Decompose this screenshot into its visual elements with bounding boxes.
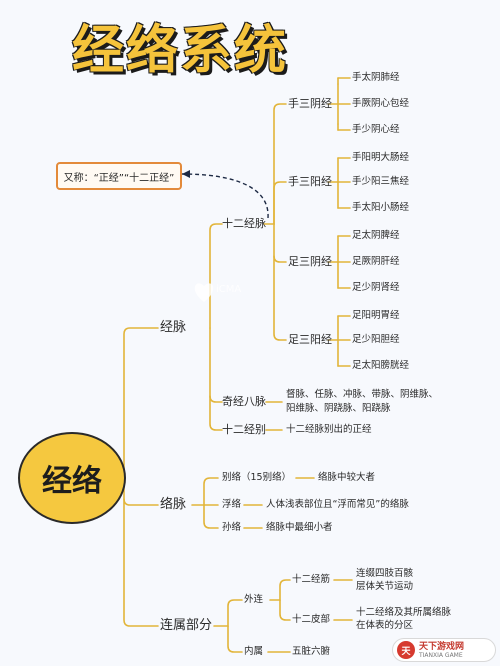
leaf-pibu-1: 十二经络及其所属络脉	[356, 607, 452, 618]
leaf-meridian: 手阳明大肠经	[352, 152, 410, 163]
leaf-meridian: 手太阳小肠经	[352, 202, 410, 213]
node-zu-san-yin: 足三阴经	[288, 255, 332, 268]
node-sunluo: 孙络	[222, 522, 242, 533]
node-bieluo: 别络（15别络）	[222, 472, 292, 483]
leaf-meridian: 手太阴肺经	[352, 72, 400, 83]
leaf-fuluo: 人体浅表部位且“浮而常见”的络脉	[266, 499, 409, 510]
leaf-pibu-2: 在体表的分区	[356, 620, 414, 631]
watermark: iCMA	[216, 284, 242, 295]
leaf-meridian: 足太阴脾经	[352, 230, 400, 241]
leaf-sunluo: 络脉中最细小者	[266, 522, 333, 533]
leaf-meridian: 手厥阴心包经	[352, 98, 410, 109]
leaf-jingbie: 十二经脉别出的正经	[286, 424, 372, 435]
logo-text: 天下游戏网	[419, 641, 465, 652]
node-shier-jingjin: 十二经筋	[292, 574, 331, 585]
leaf-meridian: 足阳明胃经	[352, 310, 400, 321]
leaf-qijing-line2: 阳维脉、阴跷脉、阳跷脉	[286, 403, 391, 414]
site-logo: 天 天下游戏网 TIANXIA GAME	[392, 638, 496, 662]
leaf-meridian: 足厥阴肝经	[352, 256, 400, 267]
node-shou-san-yang: 手三阳经	[288, 175, 332, 188]
leaf-meridian: 手少阴心经	[352, 124, 400, 135]
node-fuluo: 浮络	[222, 499, 242, 510]
leaf-meridian: 足少阴肾经	[352, 282, 400, 293]
leaf-jingjin-1: 连缀四肢百骸	[356, 568, 414, 579]
node-shier-jingbie: 十二经别	[222, 423, 266, 436]
node-luomai: 络脉	[160, 497, 187, 512]
page-title: 经络系统	[72, 20, 289, 81]
leaf-meridian: 足太阳膀胱经	[352, 360, 410, 371]
logo-subtext: TIANXIA GAME	[419, 651, 463, 659]
leaf-neishu: 五脏六腑	[292, 646, 331, 657]
leaf-meridian: 手少阳三焦经	[352, 176, 410, 187]
leaf-meridian: 足少阳胆经	[352, 334, 400, 345]
node-shou-san-yin: 手三阴经	[288, 97, 332, 110]
root-node: 经络	[18, 432, 126, 524]
alias-note: 又称：“正经”“十二正经”	[56, 162, 182, 190]
node-neishu: 内属	[244, 646, 264, 657]
node-waiwei: 外连	[244, 594, 264, 605]
node-qijing-bamai: 奇经八脉	[222, 395, 266, 408]
node-shier-jingmai: 十二经脉	[222, 217, 266, 230]
leaf-qijing-line1: 督脉、任脉、冲脉、带脉、阴维脉、	[286, 389, 439, 400]
logo-badge-icon: 天	[397, 641, 415, 659]
node-shier-pibu: 十二皮部	[292, 614, 331, 625]
node-zu-san-yang: 足三阳经	[288, 333, 332, 346]
leaf-jingjin-2: 层体关节运动	[356, 581, 414, 592]
node-lianshu: 连属部分	[160, 618, 213, 633]
leaf-bieluo: 络脉中较大者	[318, 472, 376, 483]
node-jingmai: 经脉	[160, 320, 187, 335]
